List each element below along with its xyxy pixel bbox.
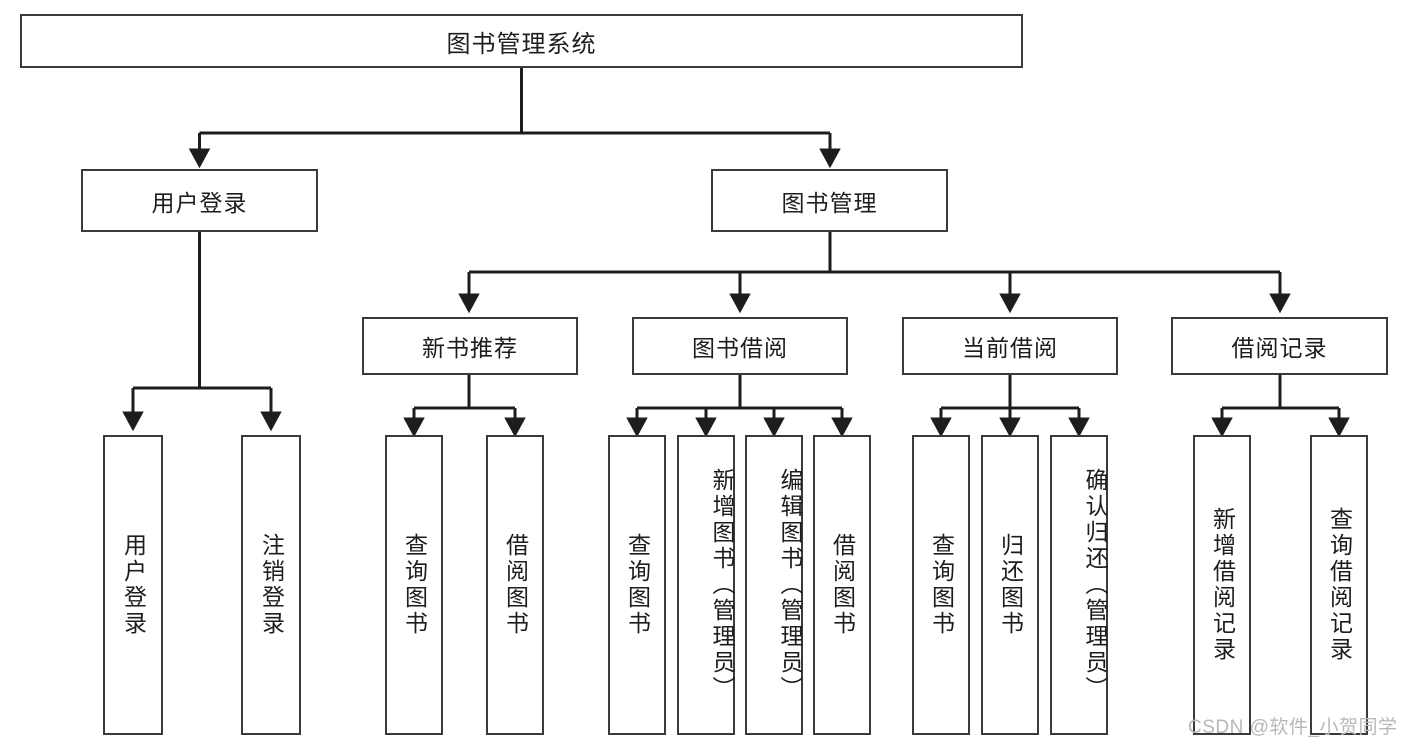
leaf-recommend-borrow-book[interactable]: 借阅图书 (486, 435, 544, 735)
csdn-watermark: CSDN @软件_小贺同学 (1188, 717, 1398, 738)
node-root-system[interactable]: 图书管理系统 (20, 14, 1023, 68)
leaf-record-query-borrow-record[interactable]: 查询借阅记录 (1310, 435, 1368, 735)
node-current-borrow[interactable]: 当前借阅 (902, 317, 1118, 375)
node-book-management[interactable]: 图书管理 (711, 169, 948, 232)
node-borrow-record[interactable]: 借阅记录 (1171, 317, 1388, 375)
leaf-borrow-borrow-book[interactable]: 借阅图书 (813, 435, 871, 735)
leaf-user-login-signin[interactable]: 用户登录 (103, 435, 163, 735)
leaf-current-query-book[interactable]: 查询图书 (912, 435, 970, 735)
node-user-login[interactable]: 用户登录 (81, 169, 318, 232)
leaf-borrow-add-book-admin[interactable]: 新增图书（管理员） (677, 435, 735, 735)
leaf-current-return-book[interactable]: 归还图书 (981, 435, 1039, 735)
node-new-book-recommend[interactable]: 新书推荐 (362, 317, 578, 375)
leaf-recommend-query-book[interactable]: 查询图书 (385, 435, 443, 735)
leaf-borrow-query-book[interactable]: 查询图书 (608, 435, 666, 735)
leaf-record-add-borrow-record[interactable]: 新增借阅记录 (1193, 435, 1251, 735)
leaf-borrow-edit-book-admin[interactable]: 编辑图书（管理员） (745, 435, 803, 735)
leaf-user-login-signout[interactable]: 注销登录 (241, 435, 301, 735)
leaf-current-confirm-return-admin[interactable]: 确认归还（管理员） (1050, 435, 1108, 735)
node-book-borrow[interactable]: 图书借阅 (632, 317, 848, 375)
